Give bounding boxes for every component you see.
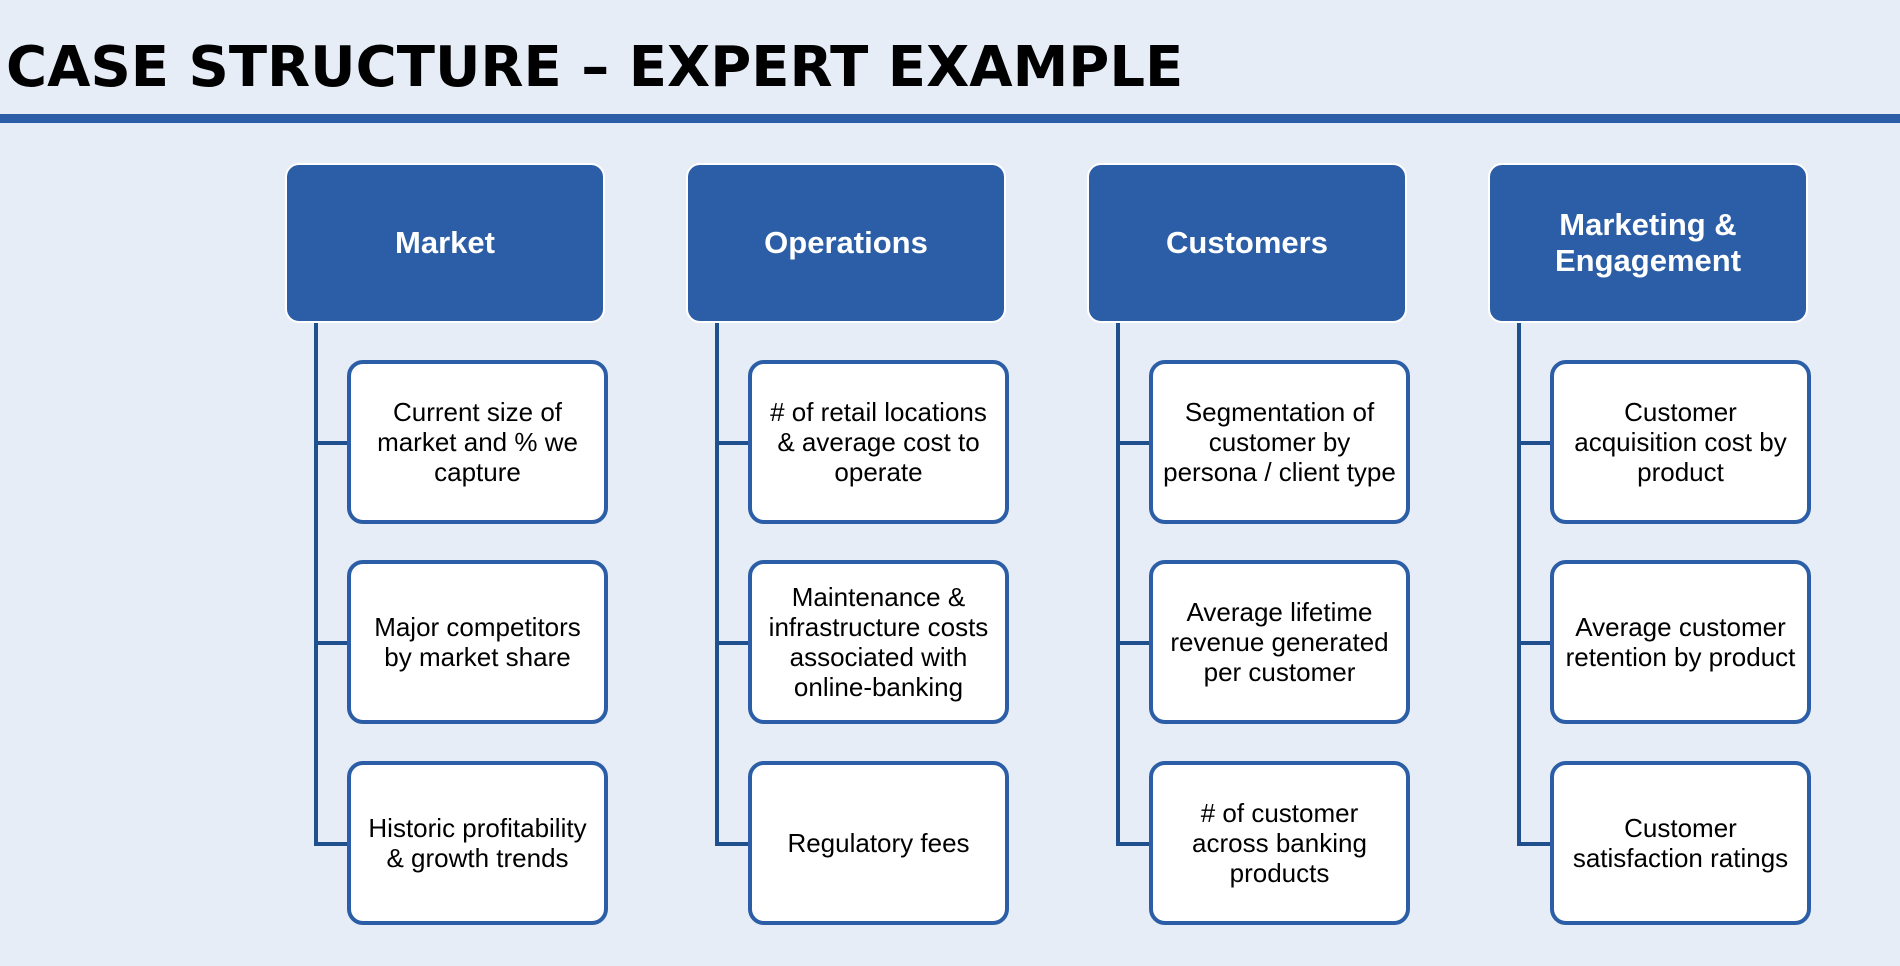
connector-branch: [1116, 842, 1149, 846]
connector-branch: [314, 441, 347, 445]
connector-trunk: [314, 323, 318, 846]
marketing-item-1: Customer acquisition cost by product: [1550, 360, 1811, 524]
header-operations: Operations: [686, 163, 1006, 323]
connector-trunk: [1116, 323, 1120, 846]
header-marketing-engagement: Marketing & Engagement: [1488, 163, 1808, 323]
customers-item-3: # of customer across banking products: [1149, 761, 1410, 925]
title-divider: [0, 114, 1900, 123]
connector-branch: [314, 842, 347, 846]
header-customers: Customers: [1087, 163, 1407, 323]
branch-market: Market Current size of market and % we c…: [285, 0, 610, 966]
operations-item-2: Maintenance & infrastructure costs assoc…: [748, 560, 1009, 724]
page-title: CASE STRUCTURE – EXPERT EXAMPLE: [6, 35, 1184, 100]
connector-trunk: [715, 323, 719, 846]
market-item-3: Historic profitability & growth trends: [347, 761, 608, 925]
branch-customers: Customers Segmentation of customer by pe…: [1087, 0, 1412, 966]
branch-marketing-engagement: Marketing & Engagement Customer acquisit…: [1488, 0, 1813, 966]
connector-branch: [314, 641, 347, 645]
marketing-item-2: Average customer retention by product: [1550, 560, 1811, 724]
connector-branch: [1517, 842, 1550, 846]
customers-item-1: Segmentation of customer by persona / cl…: [1149, 360, 1410, 524]
market-item-2: Major competitors by market share: [347, 560, 608, 724]
customers-item-2: Average lifetime revenue generated per c…: [1149, 560, 1410, 724]
connector-branch: [715, 441, 748, 445]
connector-branch: [1116, 641, 1149, 645]
operations-item-1: # of retail locations & average cost to …: [748, 360, 1009, 524]
connector-branch: [715, 641, 748, 645]
connector-branch: [1517, 441, 1550, 445]
connector-branch: [715, 842, 748, 846]
connector-branch: [1517, 641, 1550, 645]
marketing-item-3: Customer satisfaction ratings: [1550, 761, 1811, 925]
connector-trunk: [1517, 323, 1521, 846]
connector-branch: [1116, 441, 1149, 445]
branch-operations: Operations # of retail locations & avera…: [686, 0, 1011, 966]
market-item-1: Current size of market and % we capture: [347, 360, 608, 524]
header-market: Market: [285, 163, 605, 323]
operations-item-3: Regulatory fees: [748, 761, 1009, 925]
